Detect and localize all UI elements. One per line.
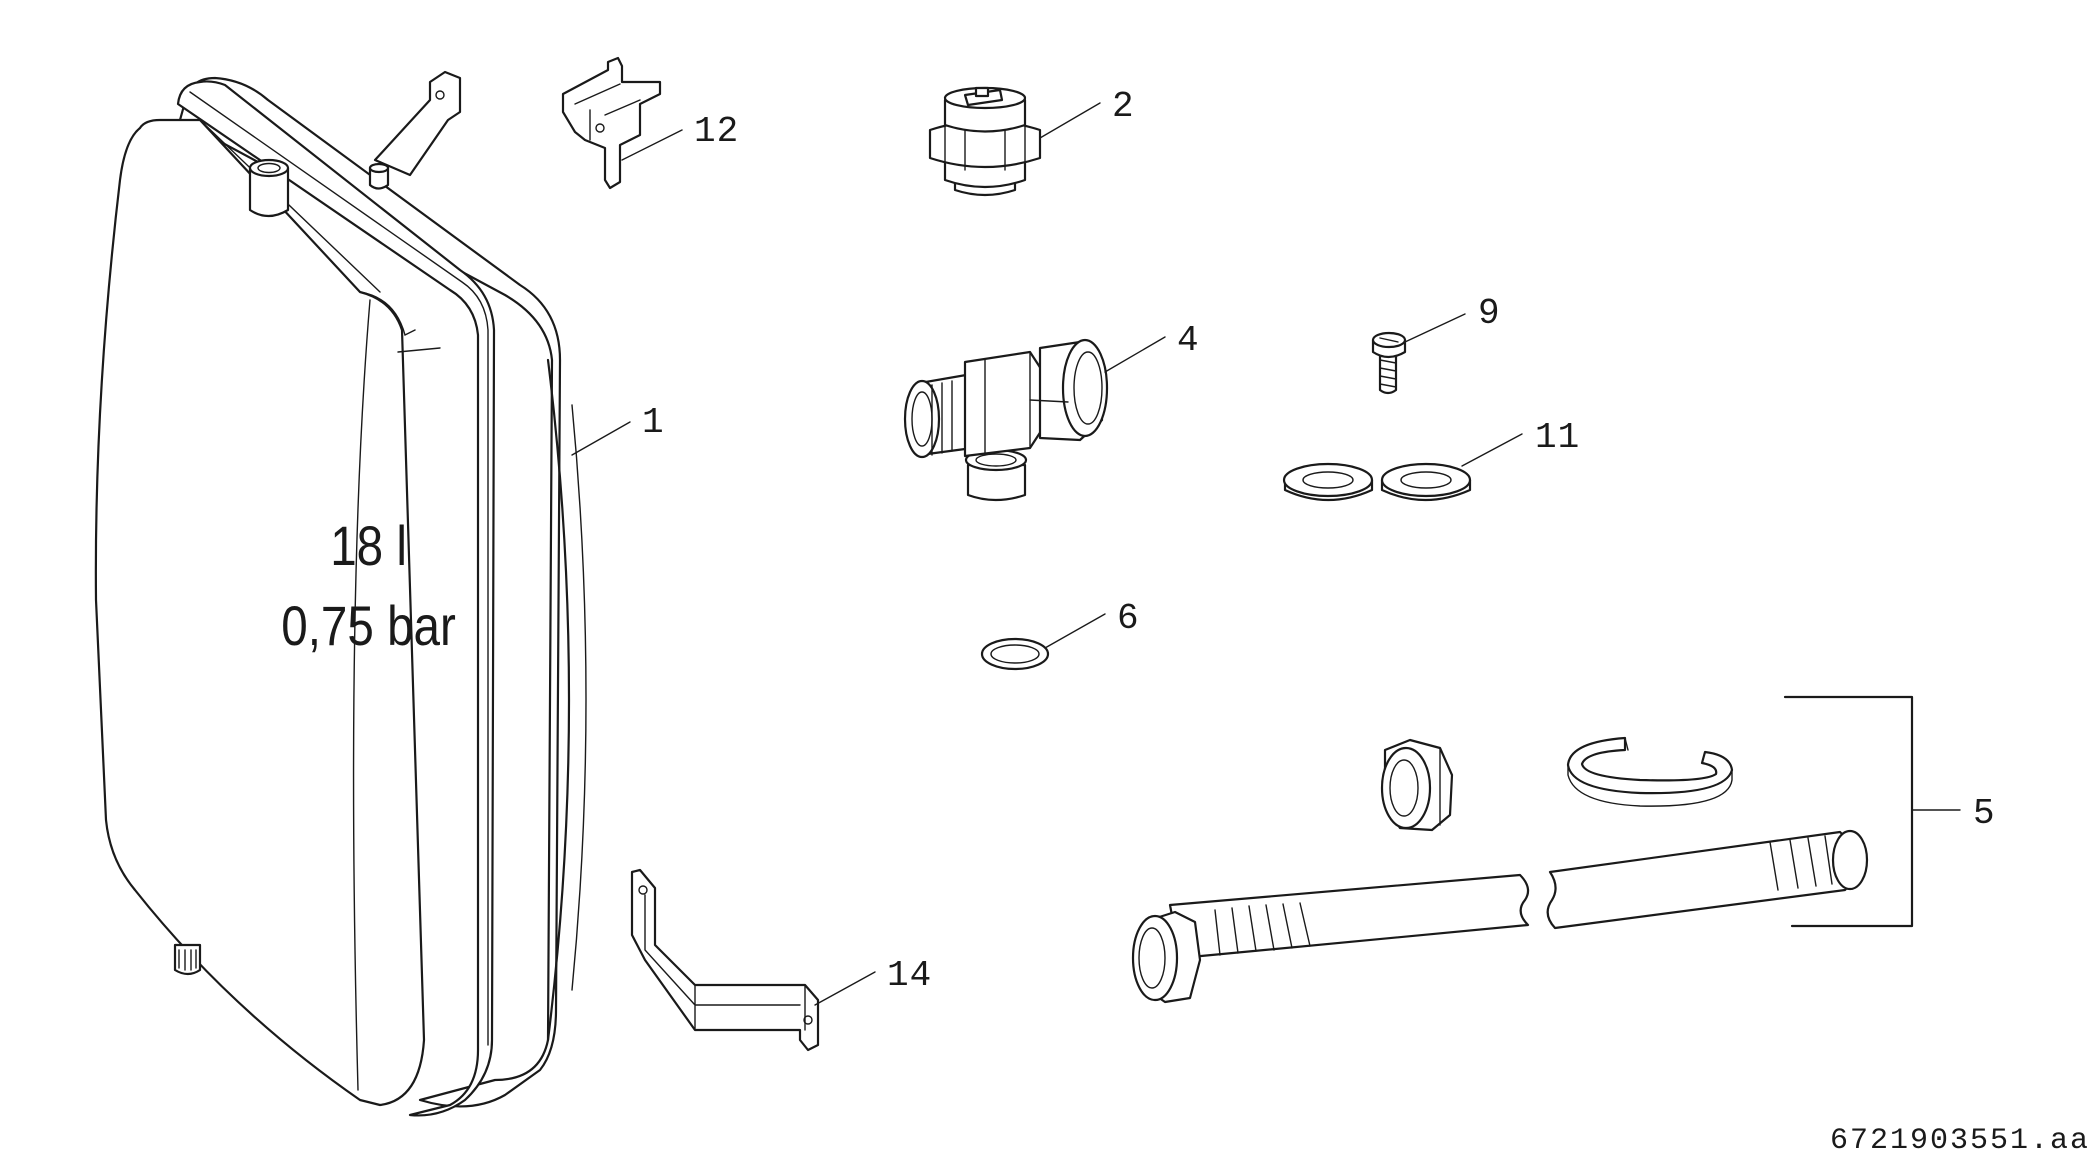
callout-12-leader — [621, 129, 683, 161]
long-bracket-14 — [630, 868, 820, 1052]
callout-11-leader — [1461, 433, 1523, 467]
callout-14: 14 — [887, 955, 932, 996]
callout-11: 11 — [1535, 417, 1580, 458]
tank-pressure-label: 0,75 bar — [281, 595, 456, 657]
tank-top-connector — [248, 158, 290, 218]
callout-6-leader — [1044, 613, 1106, 649]
hose-left — [1168, 873, 1530, 960]
callout-1-leader — [571, 421, 631, 456]
callout-6: 6 — [1117, 598, 1140, 639]
expansion-tank: 18 l 0,75 bar — [94, 70, 587, 1117]
callout-12: 12 — [694, 111, 739, 152]
seal-ring-6 — [980, 637, 1050, 671]
callout-5: 5 — [1973, 793, 1996, 834]
callout-4: 4 — [1177, 320, 1200, 361]
hose-right — [1546, 829, 1869, 930]
hose-nut — [1380, 738, 1454, 832]
callout-9-leader — [1404, 313, 1466, 343]
washers-11 — [1282, 462, 1472, 502]
kit-bracket-line — [1783, 695, 1914, 928]
callout-4-leader — [1104, 336, 1166, 373]
callout-2: 2 — [1112, 86, 1135, 127]
callout-2-leader — [1039, 102, 1101, 139]
screw-9 — [1371, 331, 1407, 395]
tank-top-bracket — [373, 70, 462, 177]
small-bracket-12 — [561, 56, 662, 190]
hose-end-fitting — [1131, 910, 1202, 1004]
callout-14-leader — [814, 971, 876, 1006]
tank-bottom-connector — [173, 943, 202, 976]
document-id: 6721903551.aa — [1830, 1124, 2090, 1158]
hose-kit-5 — [1131, 695, 1961, 1004]
tank-volume-label: 18 l — [330, 515, 407, 577]
valve-tee-4 — [903, 338, 1109, 502]
callout-9: 9 — [1478, 293, 1501, 334]
retaining-ring — [1566, 736, 1734, 807]
valve-cap-2 — [928, 86, 1042, 197]
callout-1: 1 — [642, 402, 665, 443]
